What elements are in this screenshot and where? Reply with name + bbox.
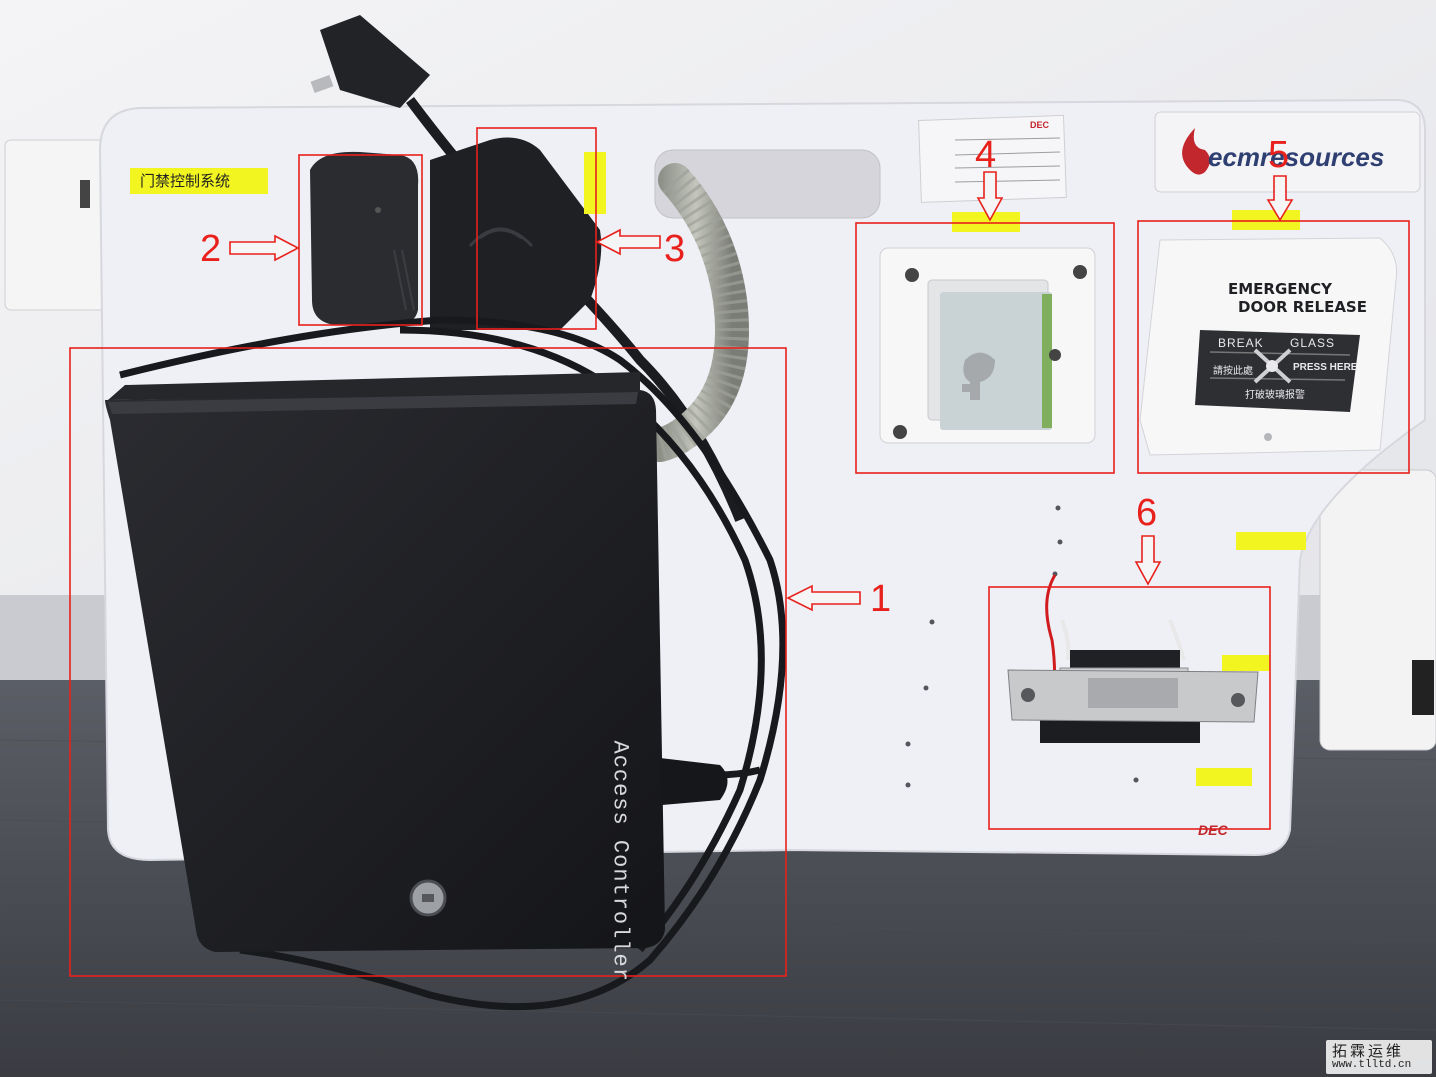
emergency-release-device	[1139, 237, 1398, 456]
emergency-line1: EMERGENCY	[1228, 280, 1332, 298]
emergency-line2: DOOR RELEASE	[1238, 298, 1367, 316]
callout-number-2: 2	[200, 228, 222, 270]
mounting-holes	[905, 505, 1139, 788]
panel-title-label: 门禁控制系统	[130, 168, 268, 194]
exit-button-device	[879, 247, 1096, 444]
annotation-arrows	[229, 171, 1294, 612]
brand-sticker	[1154, 111, 1421, 193]
access-controller	[105, 372, 728, 952]
arrow-1	[786, 584, 861, 612]
arrow-5	[1266, 175, 1294, 222]
brand-flame-logo	[1182, 128, 1210, 175]
arrow-4	[976, 171, 1004, 222]
annotation-boxes	[69, 127, 1410, 977]
watermark: 拓霖运维 www.tlltd.cn	[1326, 1040, 1432, 1074]
label-side-3	[1196, 768, 1252, 786]
annotation-box-2	[298, 154, 423, 326]
arrow-2	[229, 234, 300, 262]
emergency-glass: GLASS	[1290, 336, 1336, 350]
annotation-box-6	[988, 586, 1271, 830]
label-exit-button	[952, 212, 1020, 232]
paper-tag-lines	[954, 137, 1061, 183]
arrow-6	[1134, 535, 1162, 586]
emergency-break: BREAK	[1218, 336, 1264, 350]
watermark-title: 拓霖运维	[1332, 1042, 1405, 1060]
emergency-press-en: PRESS HERE	[1293, 362, 1358, 373]
callout-number-3: 3	[664, 228, 686, 270]
emergency-press-cn: 請按此處	[1213, 366, 1253, 377]
label-reader	[584, 152, 606, 214]
annotation-box-4	[855, 222, 1115, 474]
label-emergency	[1232, 210, 1300, 230]
brand-logo-text: ecmresources	[1208, 142, 1385, 172]
callout-number-1: 1	[870, 578, 892, 620]
label-side-2	[1222, 655, 1270, 671]
power-plug	[320, 15, 430, 108]
arrow-3	[595, 228, 661, 256]
electric-strike-lock	[1007, 574, 1259, 743]
callout-number-4: 4	[975, 134, 997, 176]
watermark-url: www.tlltd.cn	[1332, 1059, 1412, 1071]
callout-number-6: 6	[1136, 492, 1158, 534]
wall-outlet-slot	[80, 180, 90, 208]
maker-mark-tag: DEC	[1030, 120, 1050, 130]
right-wall-device	[1319, 469, 1436, 751]
annotation-box-5	[1137, 220, 1410, 474]
emergency-alarm-cn: 打破玻璃报警	[1245, 390, 1305, 401]
power-plug-pin	[310, 74, 334, 94]
annotation-box-1	[69, 347, 787, 977]
annotation-box-3	[476, 127, 597, 330]
label-side-1	[1236, 532, 1306, 550]
card-reader-3	[430, 137, 602, 330]
controller-power-plug	[660, 758, 728, 805]
callout-number-5: 5	[1268, 134, 1290, 176]
right-wall-device-switch	[1412, 660, 1434, 715]
maker-mark-panel: DEC	[1198, 822, 1228, 838]
card-reader-2	[310, 151, 419, 325]
controller-case-text: Access Controller	[607, 740, 633, 982]
